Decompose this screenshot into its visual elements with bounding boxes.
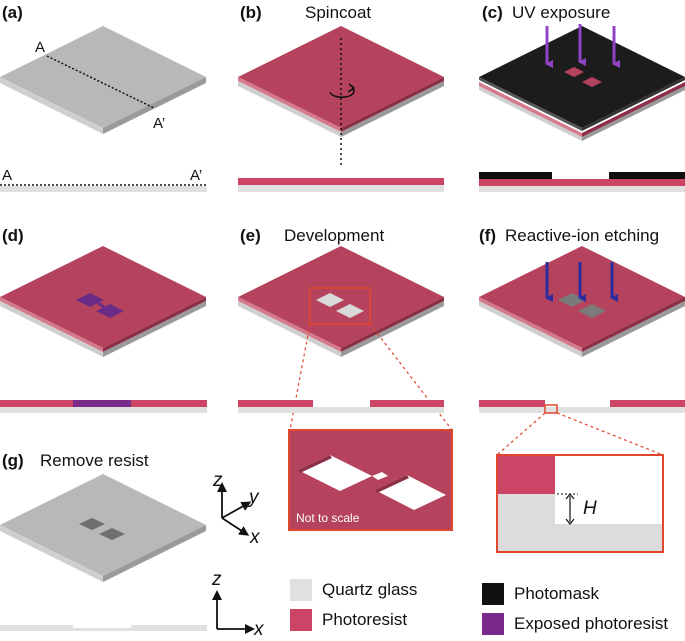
panel-e-cross-section	[238, 400, 444, 413]
rotation-arrow-icon	[329, 87, 355, 98]
panel-a-substrate	[0, 26, 206, 134]
panel-title-b: Spincoat	[305, 3, 372, 22]
panel-b-cross-section	[238, 178, 444, 192]
panel-label-f: (f)	[479, 226, 496, 245]
panel-title-f: Reactive-ion etching	[505, 226, 660, 245]
zoom-box	[544, 404, 558, 414]
legend-swatch	[482, 613, 504, 635]
mask-opening-right	[582, 77, 602, 87]
legend-swatch	[482, 583, 504, 605]
legend-label: Photoresist	[322, 610, 408, 629]
developed-opening	[316, 293, 344, 307]
panel-label-b: (b)	[240, 3, 262, 22]
panel-title-c: UV exposure	[512, 3, 611, 22]
axis-label-x-2d: x	[254, 619, 264, 640]
axis-label-z: z	[213, 470, 223, 491]
section-mark-a-cross: A	[2, 167, 13, 184]
panel-d-exposed-substrate	[0, 246, 206, 357]
developed-opening	[336, 304, 364, 318]
panel-e-developed-substrate	[238, 246, 453, 431]
legend-item-photomask: Photomask	[482, 583, 599, 605]
panel-c-masked-substrate	[479, 24, 685, 141]
panel-title-e: Development	[284, 226, 385, 245]
zoom-box	[309, 287, 371, 325]
etched-trench	[578, 304, 606, 318]
panel-b-coated-substrate	[238, 26, 444, 165]
panel-f-etched-substrate	[479, 246, 685, 357]
not-to-scale-note: Not to scale	[296, 511, 360, 525]
legend-item-quartz-glass: Quartz glass	[290, 579, 417, 601]
legend-item-exposed-photoresist: Exposed photoresist	[482, 613, 668, 635]
panel-label-a: (a)	[2, 3, 23, 22]
2d-axes	[212, 590, 255, 634]
section-mark-a-prime-cross: A’	[190, 167, 203, 184]
height-symbol: H	[583, 498, 597, 519]
legend-swatch	[290, 579, 312, 601]
axis-label-y: y	[249, 487, 259, 508]
panel-label-d: (d)	[2, 226, 24, 245]
panel-g-final-substrate	[0, 474, 206, 582]
panel-f-cross-section	[479, 400, 685, 456]
legend-swatch	[290, 609, 312, 631]
legend-label: Photomask	[514, 584, 600, 603]
panel-label-g: (g)	[2, 451, 24, 470]
panel-d-cross-section	[0, 400, 207, 413]
mask-opening-left	[564, 67, 584, 77]
axis-label-z-2d: z	[212, 569, 222, 590]
panel-e-zoom-inset	[288, 429, 453, 531]
etched-trench	[79, 518, 105, 530]
panel-c-cross-section	[479, 172, 685, 192]
section-mark-a-top: A	[35, 39, 46, 56]
legend-label: Exposed photoresist	[514, 614, 669, 633]
section-mark-a-prime-top: A’	[153, 115, 166, 132]
panel-label-c: (c)	[482, 3, 503, 22]
panel-title-g: Remove resist	[40, 451, 149, 470]
panel-label-e: (e)	[240, 226, 261, 245]
panel-g-cross-section	[0, 625, 207, 631]
legend-label: Quartz glass	[322, 580, 418, 599]
panel-a-cross-section	[0, 184, 207, 192]
panel-f-zoom-inset	[496, 454, 664, 553]
exposed-region	[76, 293, 104, 307]
axis-label-x: x	[250, 527, 260, 548]
3d-axes	[217, 482, 252, 536]
legend-item-photoresist: Photoresist	[290, 609, 407, 631]
etched-trench	[99, 528, 125, 540]
